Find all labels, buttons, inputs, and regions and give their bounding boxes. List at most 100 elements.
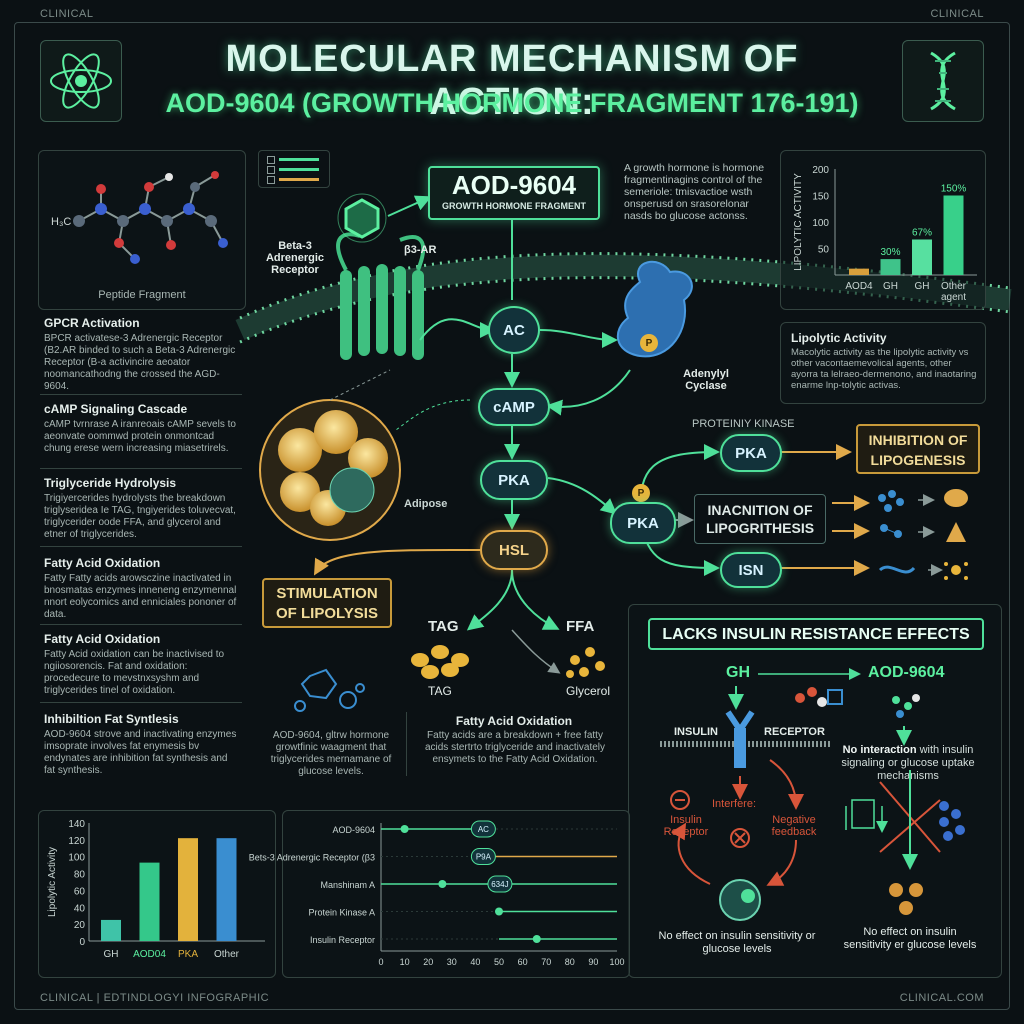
camp-node: cAMP [478,388,550,426]
peptide-outline-icon [294,668,365,712]
glycerol-droplets [566,647,605,678]
x-tick-label: Other [214,949,240,960]
legend-marker [267,166,275,174]
bar [943,195,964,275]
page-subtitle: AOD-9604 (GROWTH HORMONE FRAGMENT 176-19… [165,88,859,118]
atom-label: H₃C [51,216,71,228]
corner-label-bl: CLINICAL | EDTINDLOGYI INFOGRAPHIC [40,992,270,1004]
outer-frame [14,22,1010,1010]
x-tick-label: 50 [494,957,504,967]
pka-node-top: PKA [720,434,782,472]
aod-drug-box: AOD-9604 GROWTH HORMONE FRAGMENT [428,166,600,220]
y-tick-label: 200 [812,165,829,176]
bar [849,268,869,275]
y-axis-label: Lipolytic Activity [47,847,58,917]
negative-feedback-label: Negative feedback [771,814,817,838]
section-heading: Triglyceride Hydrolysis [44,476,177,490]
legend-marker [267,156,275,164]
receptor-label: Beta-3 Adrenergic Receptor [265,240,325,276]
dna-icon [902,40,984,122]
tag-label-bottom: TAG [428,684,452,698]
x-tick-label: GH [104,949,119,960]
y-tick-label: 50 [818,245,830,256]
step-node [470,820,496,838]
result-icons [878,489,968,580]
row-label: Protein Kinase A [308,908,375,918]
molecule-panel: H₃C Peptide Fragment [38,150,246,310]
lipolytic-card-body: Macolytic activity as the lipolytic acti… [791,347,977,391]
section-body: Trigiyercerides hydrolysts the breakdown… [44,493,236,540]
data-point [532,935,541,943]
protein-kinase-label: PROTEINIY KINASE [692,418,795,430]
y-tick-label: 100 [812,218,829,229]
section-heading: Fatty Acid Oxidation [44,632,161,646]
row-label: AOD-9604 [332,825,375,835]
divider [40,394,242,395]
divider [40,624,242,625]
x-tick-label: GH [883,281,898,292]
tag-droplets [411,645,469,679]
insulin-heading: LACKS INSULIN RESISTANCE EFFECTS [648,618,984,650]
no-interaction-bold: No interaction [842,744,917,756]
section-body: cAMP tvrnrase A iranreoais cAMP sevels t… [44,419,236,454]
row-label: Bets-3 Adrenergic Receptor (β3 [249,853,375,863]
legend-marker [267,176,275,184]
x-tick-label: 90 [588,957,598,967]
insulin-receptor-label: Insulin Receptor [663,814,709,838]
aod-molecule-icon [344,198,380,239]
bar [216,838,237,941]
ffa-label: FFA [566,618,595,635]
pka-node-center: PKA [480,460,548,500]
step-node [487,875,513,893]
corner-label-br: CLINICAL.COM [899,992,984,1004]
section-heading: GPCR Activation [44,316,140,330]
x-tick-label: 70 [541,957,551,967]
y-tick-label: 150 [812,192,829,203]
hsl-node: HSL [480,530,548,570]
y-tick-label: 20 [74,920,86,931]
section-body: AOD-9604 strove and inactivating enzymes… [44,729,237,776]
y-tick-label: 60 [74,886,86,897]
page-title: MOLECULAR MECHANISM OF ACTION: [225,38,799,123]
y-tick-label: 40 [74,903,86,914]
legend-line-green [279,158,319,161]
step-label: 634J [491,880,508,889]
x-tick-label: 40 [470,957,480,967]
gh-label: GH [726,664,750,681]
adenylyl-cyclase-label: Adenylyl Cyclase [683,368,729,392]
drug-subtitle: GROWTH HORMONE FRAGMENT [442,201,586,211]
x-tick-label: Other [941,281,967,292]
phosphate-marker: P [640,334,658,352]
x-tick-label: AOD4 [845,281,873,292]
no-interaction-text: No interaction with insulin signaling or… [838,744,978,783]
section-heading: Fatty Acid Oxidation [44,556,161,570]
x-tick-label: PKA [178,949,198,960]
insulin-footnote-right: No effect on insulin sensitivity er gluc… [843,926,977,951]
x-tick-label: 20 [423,957,433,967]
x-tick-label: 30 [447,957,457,967]
inactivation-box: INACNITION OF LIPOGRITHESIS [694,494,826,544]
isn-node: ISN [720,552,782,588]
adipose-label: Adipose [404,498,448,510]
data-point [438,880,447,888]
aod-description: AOD-9604, gltrw hormone growtfinic waagm… [270,730,392,777]
insulin-footnote-left: No effect on insulin sensitivity or gluc… [658,930,816,955]
y-tick-label: 120 [68,836,85,847]
phosphate-marker-2: P [632,484,650,502]
interfere-label: Interfere: [712,798,757,810]
molecule-caption: Peptide Fragment [98,289,186,301]
data-point [400,825,409,833]
legend-line-orange [279,178,319,181]
data-label: 30% [880,247,900,258]
bar [139,862,160,941]
legend-line-green [279,168,319,171]
tag-label-top: TAG [428,618,459,635]
x-tick-label: AOD04 [133,949,166,960]
